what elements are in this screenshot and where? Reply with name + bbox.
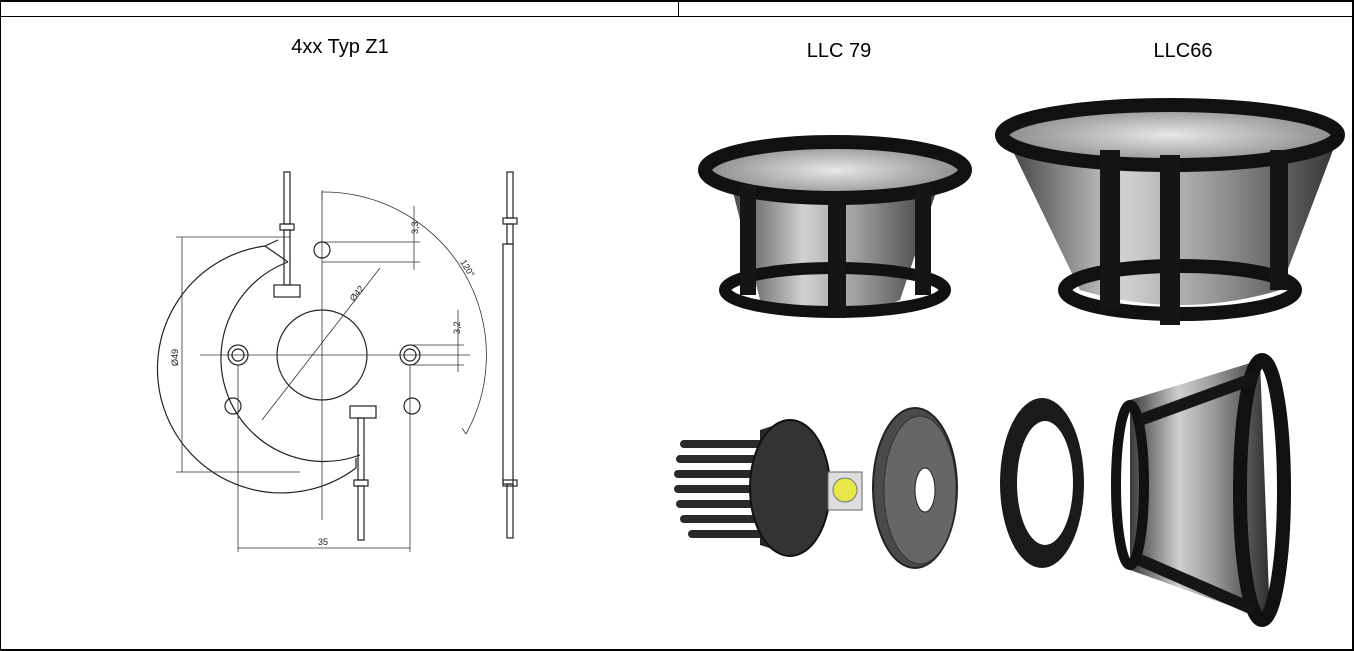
table-border-left (0, 0, 1, 651)
table-border-right (1352, 0, 1354, 651)
llc79-lens-image (698, 135, 972, 318)
dim-offset-right: 3,2 (452, 321, 462, 334)
heatsink-image (674, 419, 863, 557)
dim-offset-top: 3,3 (410, 221, 420, 234)
mount-hole-lower-right (403, 397, 421, 415)
adapter-plate-image (872, 407, 958, 569)
dim-width: 35 (318, 537, 328, 547)
llc66-lens-image (995, 98, 1345, 325)
caption-4xx-typ-z1: 4xx Typ Z1 (291, 36, 389, 58)
table-row-divider (0, 16, 1354, 17)
llc66-lens-side-image (1111, 353, 1291, 627)
dim-diameter-outer: Ø49 (170, 349, 180, 366)
dimension-lines (176, 190, 487, 552)
mount-hole-lower-left (224, 397, 242, 415)
table-border-bottom (0, 649, 1354, 651)
holder-side-view (502, 171, 518, 539)
caption-llc79: LLC 79 (806, 40, 872, 62)
table-border-top-strip (0, 0, 1354, 2)
table-column-divider (678, 0, 679, 16)
holder-ring-image (1000, 398, 1084, 568)
caption-llc66: LLC66 (1153, 40, 1213, 62)
